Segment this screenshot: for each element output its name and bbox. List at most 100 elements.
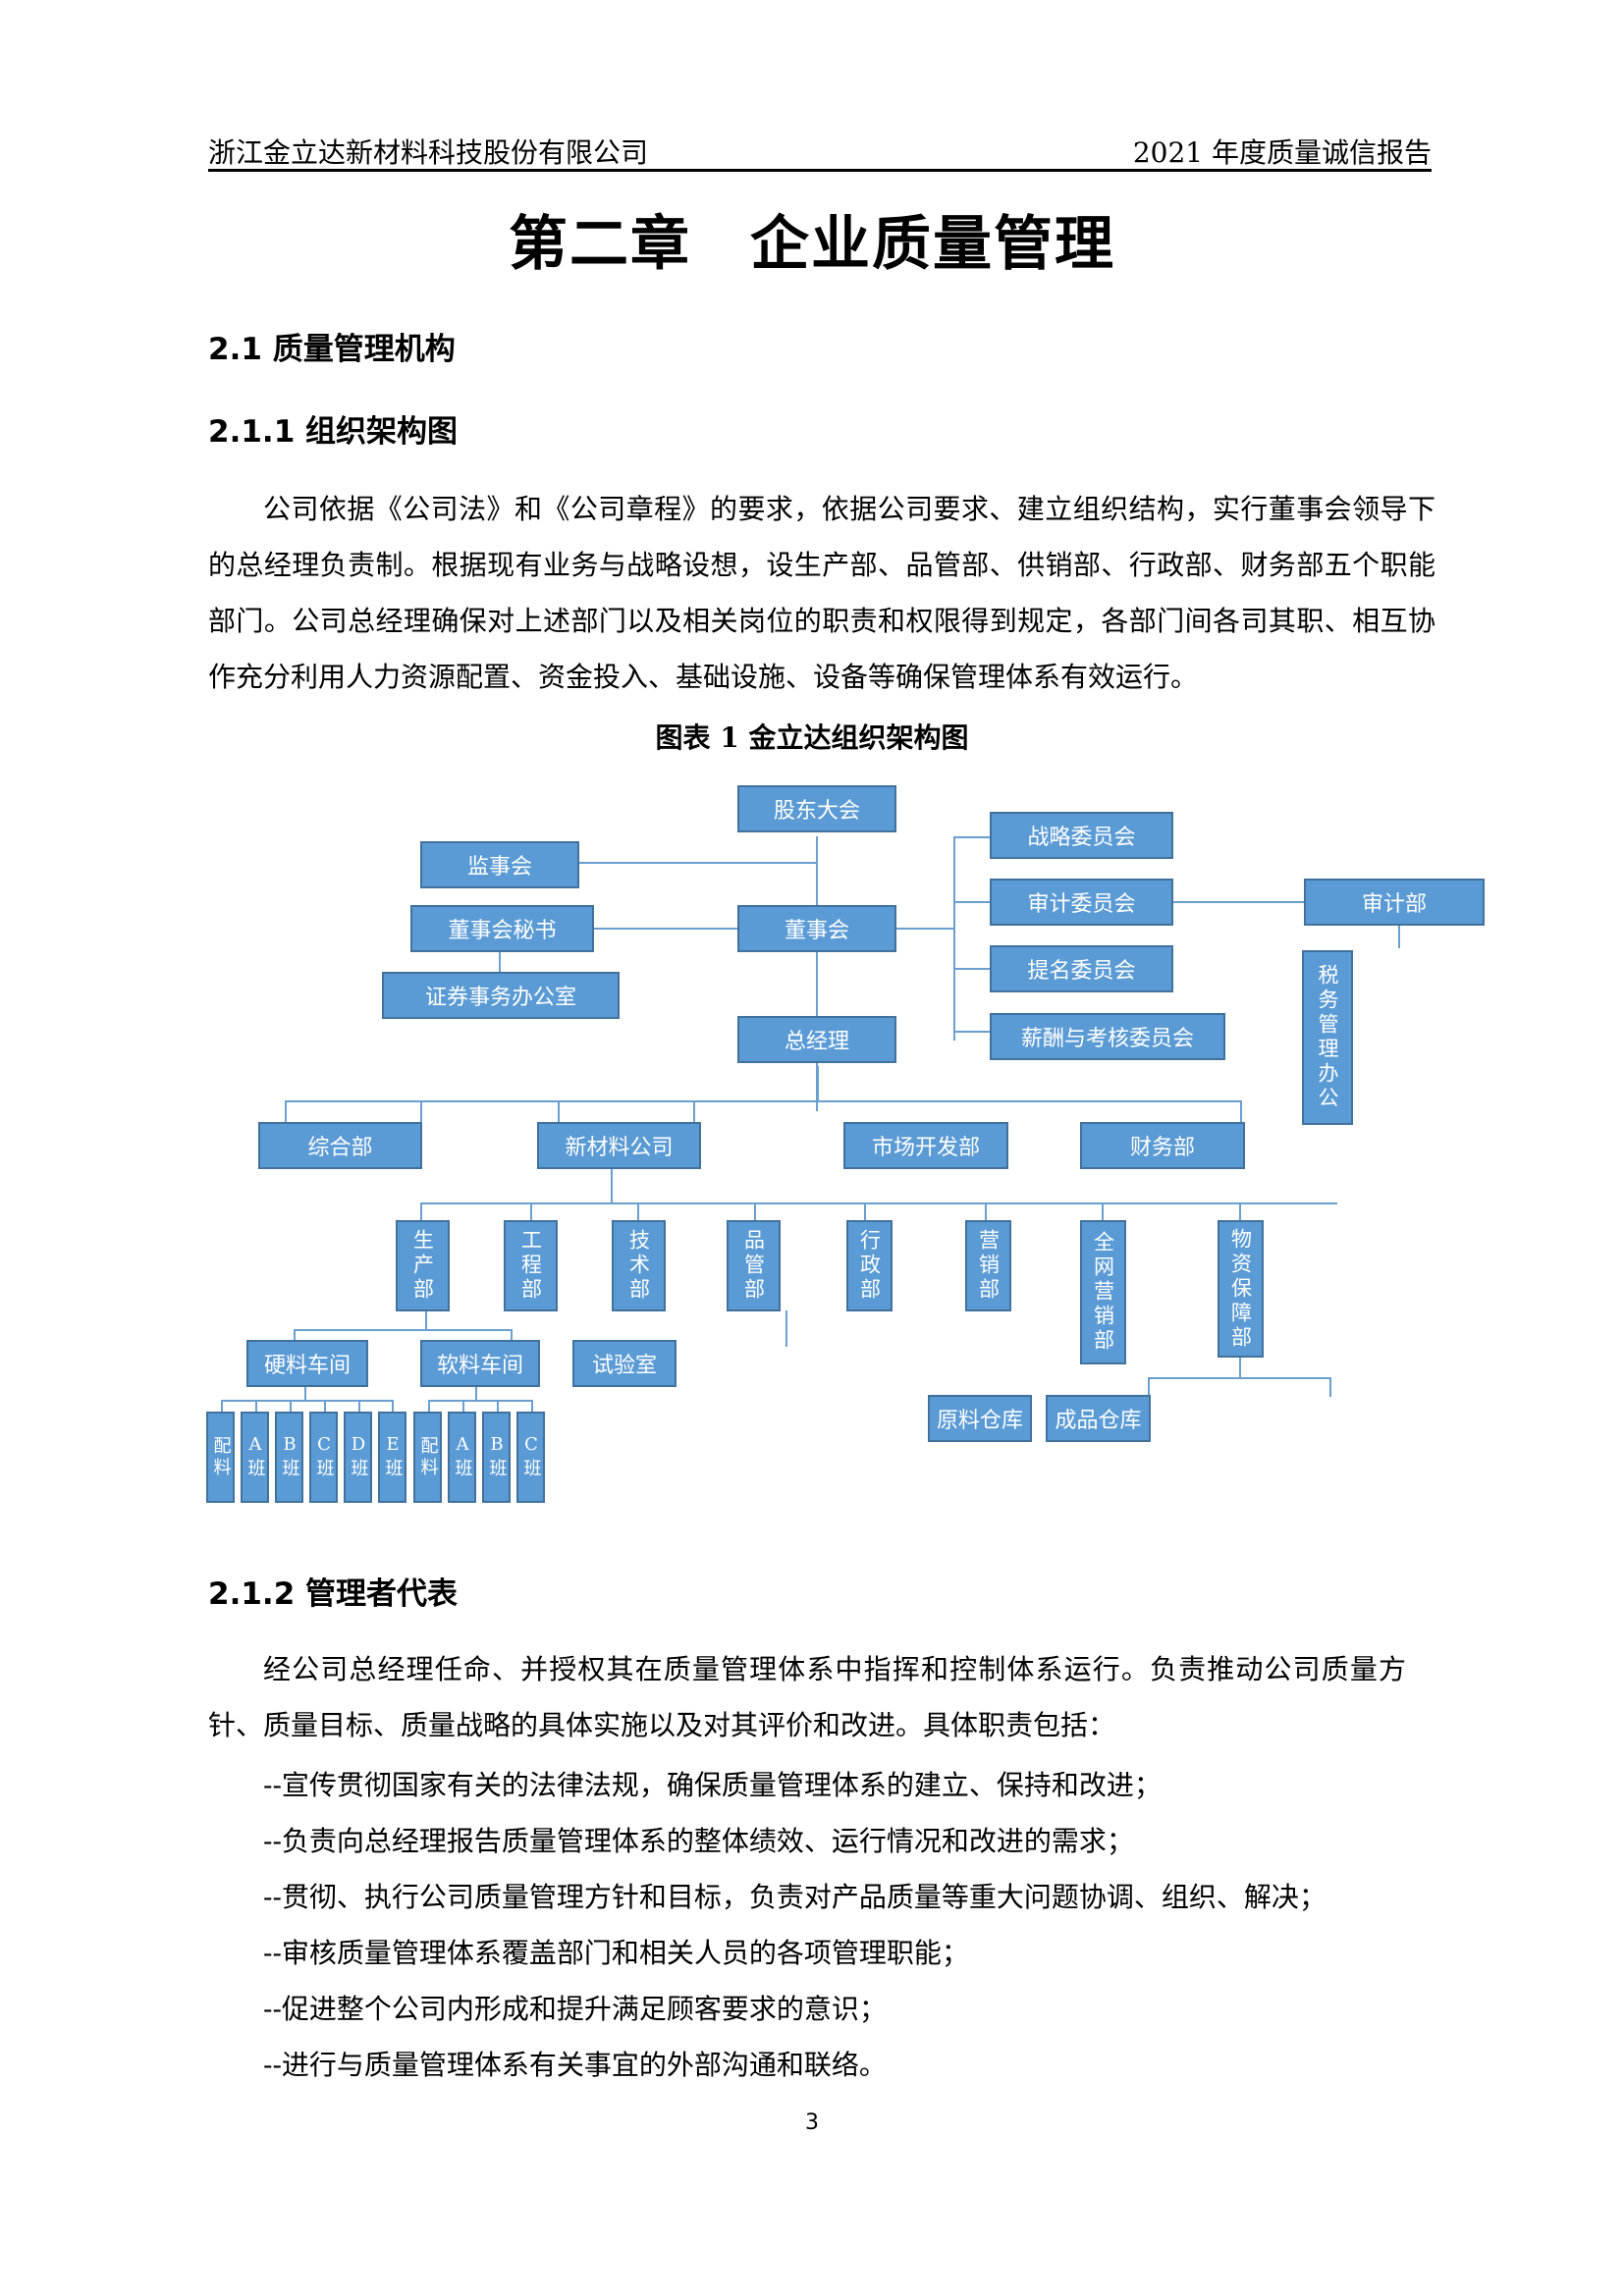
connector-line bbox=[864, 1202, 866, 1222]
node-hard-team: D班 bbox=[344, 1412, 372, 1503]
connector-line bbox=[953, 836, 993, 838]
node-hard-workshop: 硬料车间 bbox=[246, 1340, 368, 1387]
node-general-manager: 总经理 bbox=[737, 1016, 896, 1063]
connector-line bbox=[462, 1400, 464, 1414]
connector-line bbox=[530, 1202, 532, 1222]
duty-item: --贯彻、执行公司质量管理方针和目标，负责对产品质量等重大问题协调、组织、解决； bbox=[263, 1881, 1326, 1913]
node-new-materials-company: 新材料公司 bbox=[537, 1122, 701, 1169]
org-structure-paragraph: 公司依据《公司法》和《公司章程》的要求，依据公司要求、建立组织结构，实行董事会领… bbox=[208, 481, 1435, 705]
node-soft-team: C班 bbox=[516, 1412, 545, 1503]
connector-line bbox=[579, 862, 817, 864]
connector-line bbox=[420, 1202, 1337, 1204]
node-board-of-directors: 董事会 bbox=[737, 905, 896, 952]
node-soft-workshop: 软料车间 bbox=[420, 1340, 540, 1387]
node-online-sales: 全网营销部 bbox=[1080, 1220, 1126, 1364]
node-administration: 行政部 bbox=[846, 1220, 893, 1311]
connector-line bbox=[324, 1400, 326, 1414]
connector-line bbox=[285, 1100, 1242, 1102]
node-general-department: 综合部 bbox=[258, 1122, 422, 1169]
connector-line bbox=[428, 1400, 430, 1414]
connector-line bbox=[290, 1400, 292, 1414]
connector-line bbox=[221, 1400, 394, 1402]
connector-line bbox=[304, 1385, 306, 1400]
connector-line bbox=[817, 1066, 819, 1101]
connector-line bbox=[255, 1400, 257, 1414]
node-sales: 营销部 bbox=[965, 1220, 1011, 1311]
connector-line bbox=[221, 1400, 223, 1414]
management-rep-paragraph: 经公司总经理任命、并授权其在质量管理体系中指挥和控制体系运行。负责推动公司质量方… bbox=[208, 1641, 1406, 1753]
header-rule bbox=[208, 169, 1432, 172]
connector-line bbox=[475, 1385, 477, 1400]
connector-line bbox=[428, 1400, 532, 1402]
connector-line bbox=[1147, 901, 1304, 903]
connector-line bbox=[637, 1202, 639, 1222]
figure-caption: 图表 1 金立达组织架构图 bbox=[655, 721, 969, 754]
node-audit-committee: 审计委员会 bbox=[990, 879, 1173, 926]
management-rep-text: 经公司总经理任命、并授权其在质量管理体系中指挥和控制体系运行。负责推动公司质量方… bbox=[208, 1653, 1406, 1741]
connector-line bbox=[693, 1100, 695, 1134]
connector-line bbox=[294, 1329, 512, 1331]
node-hard-team: B班 bbox=[275, 1412, 303, 1503]
node-audit-department: 审计部 bbox=[1304, 879, 1485, 926]
node-production: 生产部 bbox=[396, 1220, 450, 1311]
connector-line bbox=[785, 1310, 787, 1347]
node-compensation-committee: 薪酬与考核委员会 bbox=[990, 1013, 1225, 1060]
connector-line bbox=[425, 1310, 427, 1330]
node-finance-department: 财务部 bbox=[1080, 1122, 1245, 1169]
header-report-title: 2021 年度质量诚信报告 bbox=[1132, 136, 1432, 169]
node-tax-office: 税务管理办公 bbox=[1302, 950, 1353, 1125]
node-soft-team: B班 bbox=[482, 1412, 511, 1503]
connector-line bbox=[754, 1202, 756, 1222]
chapter-number: 第二章 bbox=[509, 210, 691, 279]
duty-item: --促进整个公司内形成和提升满足顾客要求的意识； bbox=[263, 1993, 887, 2025]
node-market-development: 市场开发部 bbox=[843, 1122, 1008, 1169]
node-hard-team: 配料 bbox=[206, 1412, 235, 1503]
page-number: 3 bbox=[805, 2110, 819, 2135]
connector-line bbox=[1329, 1377, 1331, 1397]
node-engineering: 工程部 bbox=[504, 1220, 558, 1311]
connector-line bbox=[611, 1168, 613, 1203]
connector-line bbox=[511, 1329, 513, 1347]
section-2-1-2-heading: 2.1.2 管理者代表 bbox=[208, 1576, 459, 1612]
node-securities-office: 证券事务办公室 bbox=[382, 972, 620, 1019]
connector-line bbox=[558, 1100, 560, 1134]
chapter-title: 第二章企业质量管理 bbox=[0, 196, 1624, 282]
connector-line bbox=[1239, 1202, 1241, 1222]
node-quality: 品管部 bbox=[727, 1220, 781, 1311]
chapter-name: 企业质量管理 bbox=[750, 210, 1115, 279]
node-soft-team: A班 bbox=[448, 1412, 476, 1503]
connector-line bbox=[953, 901, 993, 903]
duty-item: --审核质量管理体系覆盖部门和相关人员的各项管理职能； bbox=[263, 1937, 969, 1969]
connector-line bbox=[1239, 1357, 1241, 1378]
connector-line bbox=[953, 968, 993, 970]
node-lab: 试验室 bbox=[572, 1340, 677, 1387]
section-2-1-heading: 2.1 质量管理机构 bbox=[208, 332, 456, 367]
node-finished-warehouse: 成品仓库 bbox=[1046, 1395, 1151, 1442]
connector-line bbox=[985, 1202, 987, 1222]
connector-line bbox=[420, 1100, 422, 1134]
connector-line bbox=[1148, 1377, 1330, 1379]
connector-line bbox=[420, 1202, 422, 1222]
connector-line bbox=[1148, 1377, 1150, 1397]
connector-line bbox=[816, 836, 818, 1111]
connector-line bbox=[953, 836, 955, 1041]
node-soft-team: 配料 bbox=[413, 1412, 442, 1503]
connector-line bbox=[1398, 925, 1400, 948]
connector-line bbox=[1240, 1100, 1242, 1134]
node-supervisory-board: 监事会 bbox=[420, 841, 579, 888]
node-hard-team: E班 bbox=[378, 1412, 406, 1503]
connector-line bbox=[392, 1400, 394, 1414]
node-strategy-committee: 战略委员会 bbox=[990, 812, 1173, 859]
duties-list: --宣传贯彻国家有关的法律法规，确保质量管理体系的建立、保持和改进； --负责向… bbox=[263, 1757, 1326, 2093]
node-board-secretary: 董事会秘书 bbox=[410, 905, 594, 952]
duty-item: --进行与质量管理体系有关事宜的外部沟通和联络。 bbox=[263, 2049, 887, 2081]
connector-line bbox=[499, 950, 501, 973]
connector-line bbox=[497, 1400, 499, 1414]
connector-line bbox=[594, 928, 741, 930]
node-hard-team: C班 bbox=[309, 1412, 338, 1503]
node-shareholders: 股东大会 bbox=[737, 785, 896, 832]
duty-item: --负责向总经理报告质量管理体系的整体绩效、运行情况和改进的需求； bbox=[263, 1825, 1134, 1857]
org-structure-text: 公司依据《公司法》和《公司章程》的要求，依据公司要求、建立组织结构，实行董事会领… bbox=[208, 493, 1435, 693]
header-company-name: 浙江金立达新材料科技股份有限公司 bbox=[208, 136, 649, 169]
duty-item: --宣传贯彻国家有关的法律法规，确保质量管理体系的建立、保持和改进； bbox=[263, 1769, 1162, 1801]
